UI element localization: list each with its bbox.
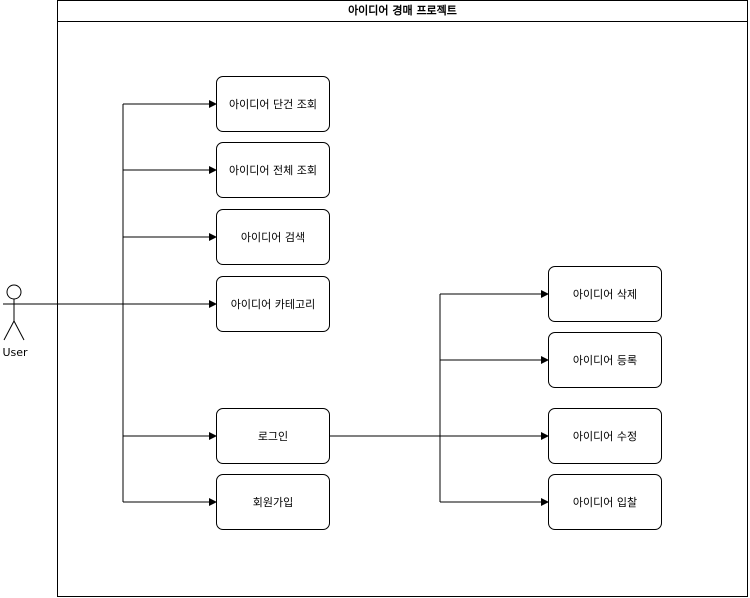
use-case-search[interactable]: 아이디어 검색 [216, 209, 330, 265]
use-case-category[interactable]: 아이디어 카테고리 [216, 276, 330, 332]
use-case-signup[interactable]: 회원가입 [216, 474, 330, 530]
actor-label: User [2, 346, 28, 359]
actor-figure-icon [3, 284, 25, 341]
system-boundary [57, 0, 748, 597]
use-case-login[interactable]: 로그인 [216, 408, 330, 464]
use-case-delete[interactable]: 아이디어 삭제 [548, 266, 662, 322]
use-case-bid[interactable]: 아이디어 입찰 [548, 474, 662, 530]
system-title: 아이디어 경매 프로젝트 [57, 0, 748, 22]
use-case-edit[interactable]: 아이디어 수정 [548, 408, 662, 464]
use-case-view-all[interactable]: 아이디어 전체 조회 [216, 142, 330, 198]
use-case-view-single[interactable]: 아이디어 단건 조회 [216, 76, 330, 132]
use-case-register[interactable]: 아이디어 등록 [548, 332, 662, 388]
